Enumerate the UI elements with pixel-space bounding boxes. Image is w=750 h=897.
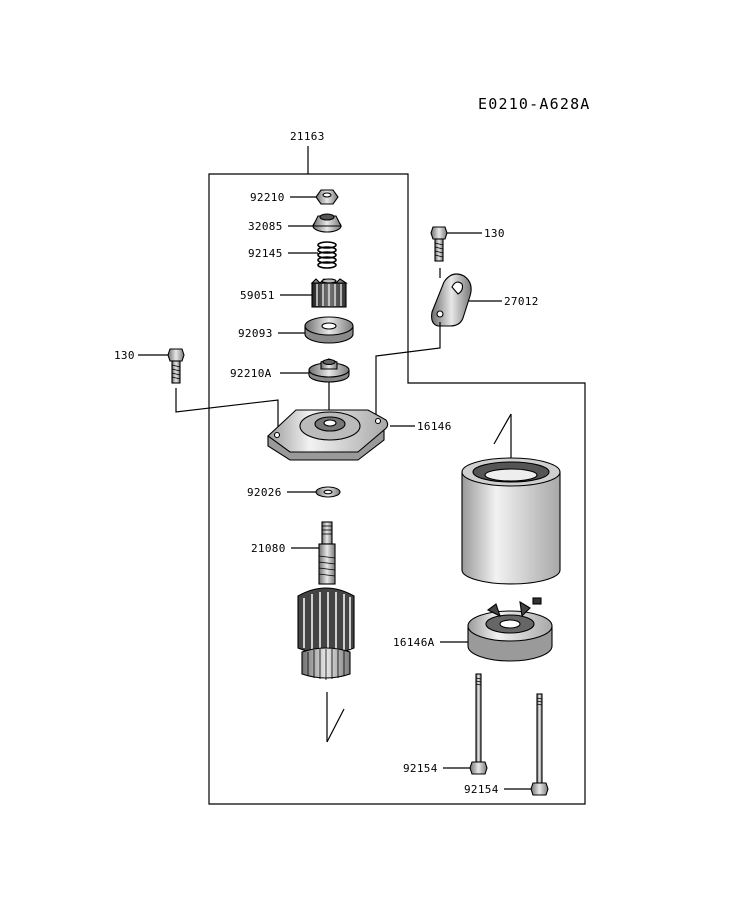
stopper-washer-part — [304, 316, 354, 344]
through-bolt-2-part — [530, 693, 549, 796]
label-spring: 92145 — [248, 247, 283, 260]
label-rear-cover: 16146A — [393, 636, 435, 649]
armature-part — [297, 521, 355, 680]
label-washer: 92026 — [247, 486, 282, 499]
bolt-left-part — [167, 348, 185, 384]
rear-cover-part — [467, 597, 553, 662]
diagram-code: E0210-A628A — [478, 95, 591, 113]
label-nut: 92210 — [250, 191, 285, 204]
guide-bracket-cover — [375, 322, 441, 416]
through-bolt-1-part — [469, 673, 488, 775]
label-bolt-right: 130 — [484, 227, 505, 240]
guide-yoke-slash — [493, 413, 512, 445]
bracket-part — [431, 273, 472, 327]
nut-a-part — [308, 358, 350, 383]
label-stopper-washer: 92093 — [238, 327, 273, 340]
label-through-bolt-1: 92154 — [403, 762, 438, 775]
guide-armature-slash — [326, 708, 345, 743]
label-bracket: 27012 — [504, 295, 539, 308]
label-pinion: 59051 — [240, 289, 275, 302]
label-bolt-left: 130 — [114, 349, 135, 362]
label-nut-a: 92210A — [230, 367, 272, 380]
guide-bolt-left — [175, 388, 279, 432]
bolt-right-part — [430, 226, 448, 262]
label-through-bolt-2: 92154 — [464, 783, 499, 796]
front-cover-part — [267, 409, 389, 461]
assembly-frame — [208, 173, 586, 805]
pinion-gear-part — [310, 278, 348, 308]
washer-part — [315, 486, 341, 498]
label-assembly: 21163 — [290, 130, 325, 143]
nut-part — [315, 189, 339, 205]
spring-part — [317, 241, 337, 269]
label-front-cover: 16146 — [417, 420, 452, 433]
collar-part — [312, 213, 342, 233]
label-armature: 21080 — [251, 542, 286, 555]
yoke-housing-part — [461, 457, 561, 585]
label-collar: 32085 — [248, 220, 283, 233]
